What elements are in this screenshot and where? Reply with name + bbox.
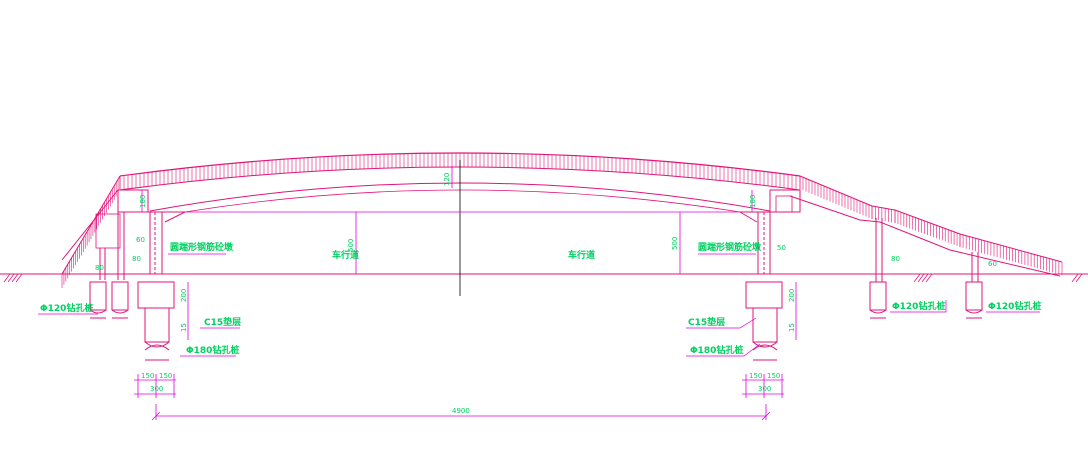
- label-cushion-left: C15垫层: [204, 316, 241, 328]
- dim-pier-right: 50: [777, 244, 786, 252]
- right-small-piers: [875, 218, 979, 282]
- dim-base-left-b: 150: [159, 372, 172, 380]
- right-ramp-top: [799, 175, 1063, 263]
- left-small-foundations: [89, 281, 129, 319]
- base-dimension-right: [742, 374, 784, 398]
- dim-base-right-b: 150: [767, 372, 780, 380]
- ground-symbol-right: [913, 273, 1083, 283]
- dim-base-left-a: 150: [141, 372, 154, 380]
- base-dimension-left: [134, 374, 176, 398]
- ground-symbol-left: [3, 273, 23, 283]
- label-lane-right: 车行道: [568, 249, 595, 261]
- dim-crown: 120: [443, 173, 451, 186]
- left-abutment-cap: [117, 189, 149, 213]
- right-abutment-cap: [769, 189, 801, 213]
- left-beam-chamfer: [164, 211, 186, 223]
- dim-clear-left: 500: [347, 239, 355, 252]
- dim-cap-right-t: 15: [788, 323, 796, 332]
- dim-pier-left: 60: [136, 236, 145, 244]
- label-cushion-right: C15垫层: [688, 316, 725, 328]
- label-pile-right-a: Φ120钻孔桩: [892, 300, 945, 312]
- dim-span: 4900: [452, 407, 470, 415]
- dim-pier-left-c: 80: [95, 264, 104, 272]
- dim-deck-right: 180: [749, 195, 757, 208]
- label-lane-left: 车行道: [332, 249, 359, 261]
- right-main-pier: [757, 212, 771, 274]
- dim-pier-left-b: 80: [132, 255, 141, 263]
- dim-cap-right-h: 200: [788, 289, 796, 302]
- deck-top: [119, 152, 801, 177]
- dim-pier-right-b: 80: [891, 255, 900, 263]
- dim-cap-left-h: 200: [180, 289, 188, 302]
- dim-deck-left: 180: [139, 195, 147, 208]
- left-main-pier: [149, 212, 163, 274]
- dim-cap-left-t: 15: [180, 323, 188, 332]
- label-pile-right-b: Φ120钻孔桩: [988, 300, 1041, 312]
- dim-clear-right: 500: [671, 237, 679, 250]
- label-column-right: 圆端形钢筋砼墩: [698, 241, 762, 253]
- right-ramp-block: [775, 195, 793, 213]
- label-column-left: 圆端形钢筋砼墩: [170, 241, 234, 253]
- right-main-foundation: [745, 281, 783, 361]
- dim-base-right-a: 150: [749, 372, 762, 380]
- label-pile-left-main: Φ180钻孔桩: [186, 344, 239, 356]
- dim-base-left-total: 300: [150, 385, 163, 393]
- railing-hatch: [61, 153, 1063, 288]
- left-stair-outline: [61, 175, 121, 275]
- left-main-foundation: [137, 281, 175, 361]
- right-beam-chamfer: [739, 211, 758, 223]
- label-pile-left-outer: Φ120钻孔桩: [40, 302, 93, 314]
- dim-base-right-total: 300: [758, 385, 771, 393]
- deck-soffit: [184, 189, 741, 213]
- span-dimension: [151, 404, 771, 421]
- label-pile-right-main: Φ180钻孔桩: [690, 344, 743, 356]
- leader-lines: [38, 253, 1040, 357]
- right-small-foundations: [869, 281, 983, 319]
- right-ramp-bottom: [789, 195, 1061, 277]
- left-small-piers: [99, 212, 125, 280]
- dim-pier-right-c: 60: [988, 260, 997, 268]
- left-stair-landing: [95, 213, 121, 249]
